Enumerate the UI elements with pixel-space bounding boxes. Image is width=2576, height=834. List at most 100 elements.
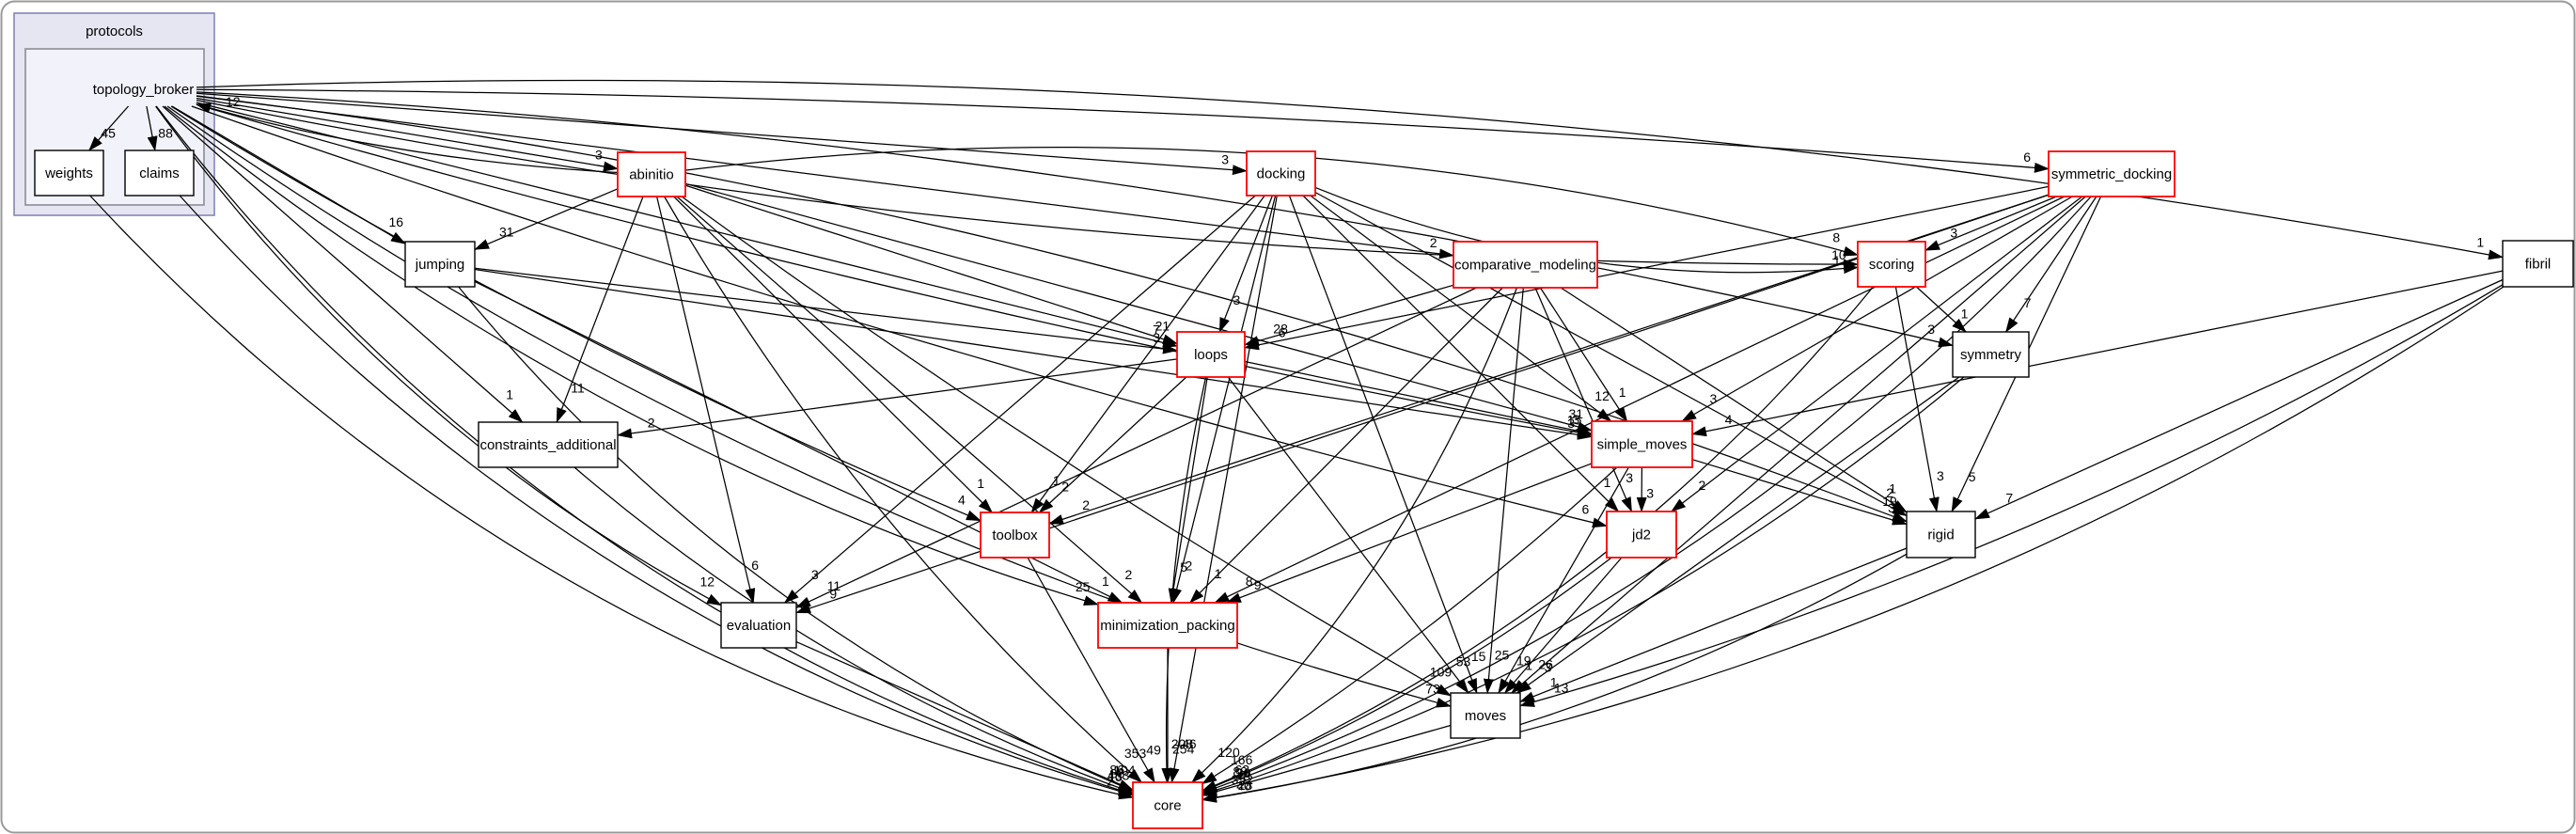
node-box-scoring[interactable] <box>1857 241 1926 288</box>
edge-docking-minimization_packing <box>1171 195 1277 604</box>
node-label-docking: docking <box>1257 166 1306 182</box>
edge-label-abinitio-toolbox: 1 <box>977 476 984 491</box>
node-box-abinitio[interactable] <box>617 151 686 197</box>
edge-symmetric_docking-loops <box>1244 185 2050 351</box>
edge-label-symmetric_docking-rigid: 5 <box>1969 469 1976 484</box>
node-box-constraints_additional[interactable] <box>478 421 619 468</box>
node-comparative_modeling[interactable]: comparative_modeling <box>1453 241 1598 289</box>
edge-comparative_modeling-minimization_packing <box>1189 287 1503 604</box>
node-symmetric_docking[interactable]: symmetric_docking <box>2048 150 2175 197</box>
edge-label-comparative_modeling-rigid: 1 <box>1889 480 1896 496</box>
node-docking[interactable]: docking <box>1246 150 1316 197</box>
node-symmetry[interactable]: symmetry <box>1952 331 2030 378</box>
edge-comparative_modeling-evaluation <box>795 287 1477 608</box>
node-toolbox[interactable]: toolbox <box>980 511 1050 559</box>
edge-label-topology_broker-claims: 88 <box>158 126 173 141</box>
node-weights[interactable]: weights <box>34 149 104 197</box>
node-box-symmetry[interactable] <box>1952 331 2030 378</box>
edge-topology_broker-claims <box>146 105 158 151</box>
node-fibril[interactable]: fibril <box>2502 240 2574 288</box>
edge-label-comparative_modeling-core: 120 <box>1217 745 1240 760</box>
node-box-rigid[interactable] <box>1906 511 1976 559</box>
edge-fibril-moves <box>1519 284 2504 707</box>
cluster-label-protocols: protocols <box>86 24 143 39</box>
node-simple_moves[interactable]: simple_moves <box>1591 420 1693 468</box>
node-label-fibril: fibril <box>2525 257 2552 273</box>
edge-label-symmetric_docking-symmetry: 7 <box>2024 295 2032 310</box>
edge-label-rigid-moves: 1 <box>1550 675 1558 690</box>
node-box-claims[interactable] <box>124 149 195 197</box>
edge-symmetric_docking-jd2 <box>1671 196 2083 512</box>
node-topology_broker[interactable]: topology_broker <box>93 82 195 98</box>
node-core[interactable]: core <box>1132 781 1203 829</box>
edge-label-evaluation-core: 104 <box>1113 763 1136 778</box>
edge-topology_broker-fibril <box>196 79 2504 260</box>
node-jd2[interactable]: jd2 <box>1606 511 1677 559</box>
edge-label-simple_moves-jd2: 3 <box>1646 486 1654 501</box>
node-loops[interactable]: loops <box>1176 331 1246 378</box>
edge-symmetric_docking-symmetry <box>2005 196 2097 333</box>
edge-loops-simple_moves <box>1244 360 1593 436</box>
node-label-minimization_packing: minimization_packing <box>1100 618 1234 634</box>
edge-scoring-core <box>1202 286 1874 792</box>
edge-label-abinitio-jumping: 31 <box>499 224 514 239</box>
node-box-symmetric_docking[interactable] <box>2048 150 2175 197</box>
node-moves[interactable]: moves <box>1450 692 1521 739</box>
node-box-evaluation[interactable] <box>720 602 797 649</box>
node-minimization_packing[interactable]: minimization_packing <box>1097 602 1238 649</box>
node-label-symmetric_docking: symmetric_docking <box>2051 166 2172 182</box>
node-rigid[interactable]: rigid <box>1906 511 1976 559</box>
node-box-toolbox[interactable] <box>980 511 1050 559</box>
node-box-core[interactable] <box>1132 781 1203 829</box>
node-scoring[interactable]: scoring <box>1857 241 1926 288</box>
edge-evaluation-core <box>795 641 1134 791</box>
edge-label-comparative_modeling-loops: 28 <box>1273 322 1288 337</box>
node-evaluation[interactable]: evaluation <box>720 602 797 649</box>
edge-symmetric_docking-simple_moves <box>1681 196 2073 422</box>
node-box-docking[interactable] <box>1246 150 1316 197</box>
edge-docking-jd2 <box>1302 195 1620 512</box>
node-claims[interactable]: claims <box>124 149 195 197</box>
node-box-loops[interactable] <box>1176 331 1246 378</box>
node-box-jumping[interactable] <box>404 241 476 288</box>
edge-symmetric_docking-minimization_packing <box>1214 196 2066 604</box>
edge-label-jd2-core: 88 <box>1233 763 1248 779</box>
edge-label-comparative_modeling-simple_moves: 1 <box>1619 385 1626 400</box>
edge-moves-core <box>1202 724 1452 797</box>
edge-label-loops-constraints_additional: 2 <box>648 415 655 430</box>
edge-scoring-symmetry <box>1915 286 1967 333</box>
edge-label-scoring-symmetry: 1 <box>1961 306 1969 321</box>
edge-abinitio-topology_broker <box>196 102 619 174</box>
edge-label-simple_moves-minimization_packing: 9 <box>1254 577 1262 592</box>
edge-label-symmetric_docking-scoring: 3 <box>1950 226 1957 241</box>
edge-label-symmetric_docking-jd2: 2 <box>1699 478 1706 493</box>
edge-simple_moves-core <box>1202 466 1618 785</box>
edge-docking-toolbox <box>1030 195 1265 513</box>
node-box-moves[interactable] <box>1450 692 1521 739</box>
edge-label-comparative_modeling-moves: 25 <box>1495 648 1510 663</box>
node-jumping[interactable]: jumping <box>404 241 476 288</box>
node-box-fibril[interactable] <box>2502 240 2574 288</box>
edge-label-topology_broker-fibril: 1 <box>2476 235 2484 250</box>
edge-loops-toolbox <box>1038 376 1187 513</box>
edge-topology_broker-abinitio <box>196 97 619 172</box>
node-box-minimization_packing[interactable] <box>1097 602 1238 649</box>
edge-label-topology_broker-loops: 7 <box>1153 322 1160 337</box>
node-box-weights[interactable] <box>34 149 104 197</box>
edge-label-weights-core: 2 <box>1107 774 1114 789</box>
edge-label-abinitio-topology_broker: 12 <box>226 94 241 109</box>
edge-simple_moves-rigid <box>1691 459 1908 526</box>
edge-label-topology_broker-jd2: 6 <box>1582 502 1590 517</box>
node-label-simple_moves: simple_moves <box>1597 437 1688 453</box>
node-box-simple_moves[interactable] <box>1591 420 1693 468</box>
edge-topology_broker-constraints_additional <box>162 105 524 423</box>
edge-abinitio-minimization_packing <box>676 196 1143 604</box>
node-abinitio[interactable]: abinitio <box>617 151 686 197</box>
node-constraints_additional[interactable]: constraints_additional <box>478 421 619 468</box>
edge-symmetric_docking-scoring <box>1924 196 2057 251</box>
node-box-jd2[interactable] <box>1606 511 1677 559</box>
node-box-comparative_modeling[interactable] <box>1453 241 1598 289</box>
edge-label-symmetric_docking-toolbox: 2 <box>1082 497 1090 512</box>
node-label-evaluation: evaluation <box>727 618 791 634</box>
